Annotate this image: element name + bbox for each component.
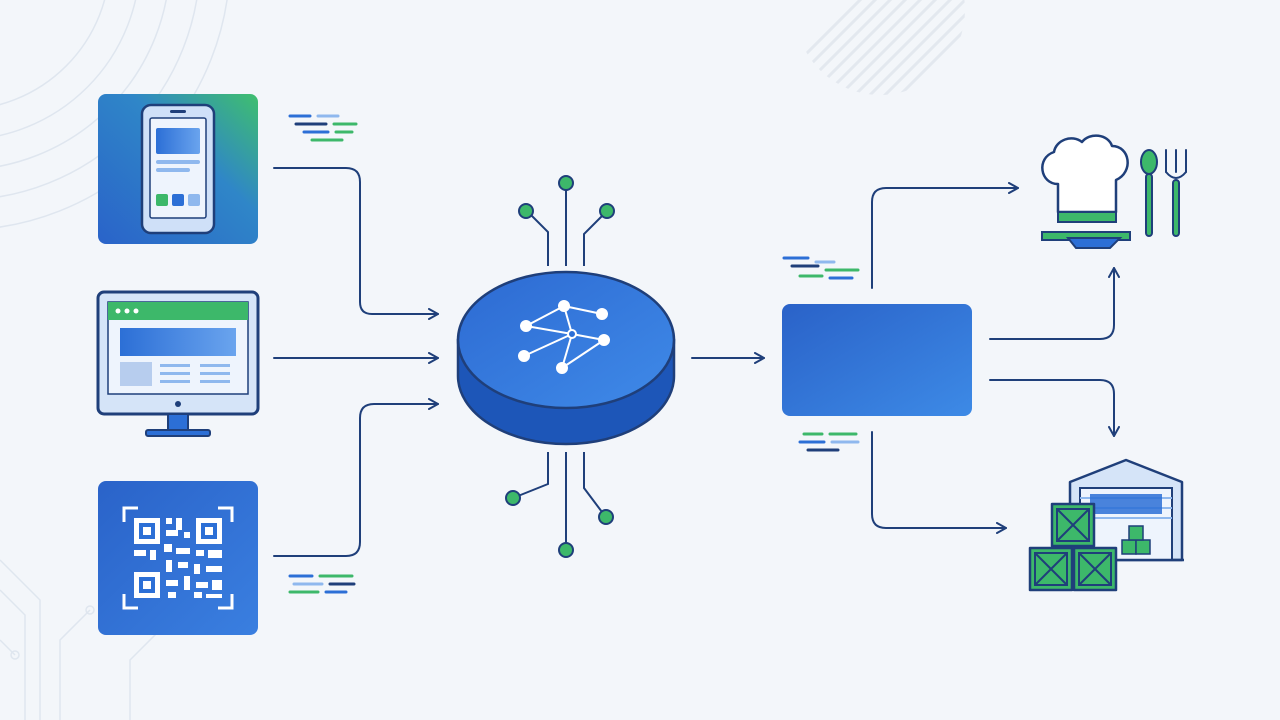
smartphone-icon [140, 103, 216, 235]
qr-code-icon [122, 506, 234, 610]
order-router [782, 304, 972, 416]
hub-circuit-bottom [517, 452, 603, 544]
source-mobile-app [98, 94, 258, 244]
central-hub [456, 175, 676, 558]
desktop-monitor-icon [96, 290, 260, 437]
network-graph-icon [518, 300, 610, 374]
hub-disc-top [456, 270, 676, 410]
chef-hat-utensils-icon [1041, 134, 1187, 249]
connector-router-to-warehouse-right [989, 379, 1120, 437]
data-lines-router-top [782, 256, 860, 280]
source-website [96, 290, 260, 437]
data-lines-router-bottom [798, 432, 860, 452]
connector-router-to-kitchen-top [871, 182, 1019, 289]
connector-mobile-to-hub [273, 167, 439, 320]
decorative-circuit [0, 559, 165, 720]
connectors [273, 167, 1120, 557]
data-lines-mobile [288, 114, 358, 142]
connector-qr-to-hub [273, 398, 439, 557]
warehouse-boxes-icon [1028, 458, 1184, 592]
destination-kitchen [1041, 134, 1187, 249]
data-lines-qr [288, 574, 356, 594]
source-qr-code [98, 481, 258, 635]
connector-router-to-kitchen-right [989, 267, 1120, 340]
hub-circuit-top-nodes [518, 175, 615, 219]
qr-card [98, 481, 258, 635]
hub-circuit-bottom-nodes [505, 490, 614, 558]
destination-warehouse [1028, 458, 1184, 592]
connector-router-to-warehouse-bottom [871, 431, 1007, 534]
hub-circuit-top [527, 190, 607, 266]
